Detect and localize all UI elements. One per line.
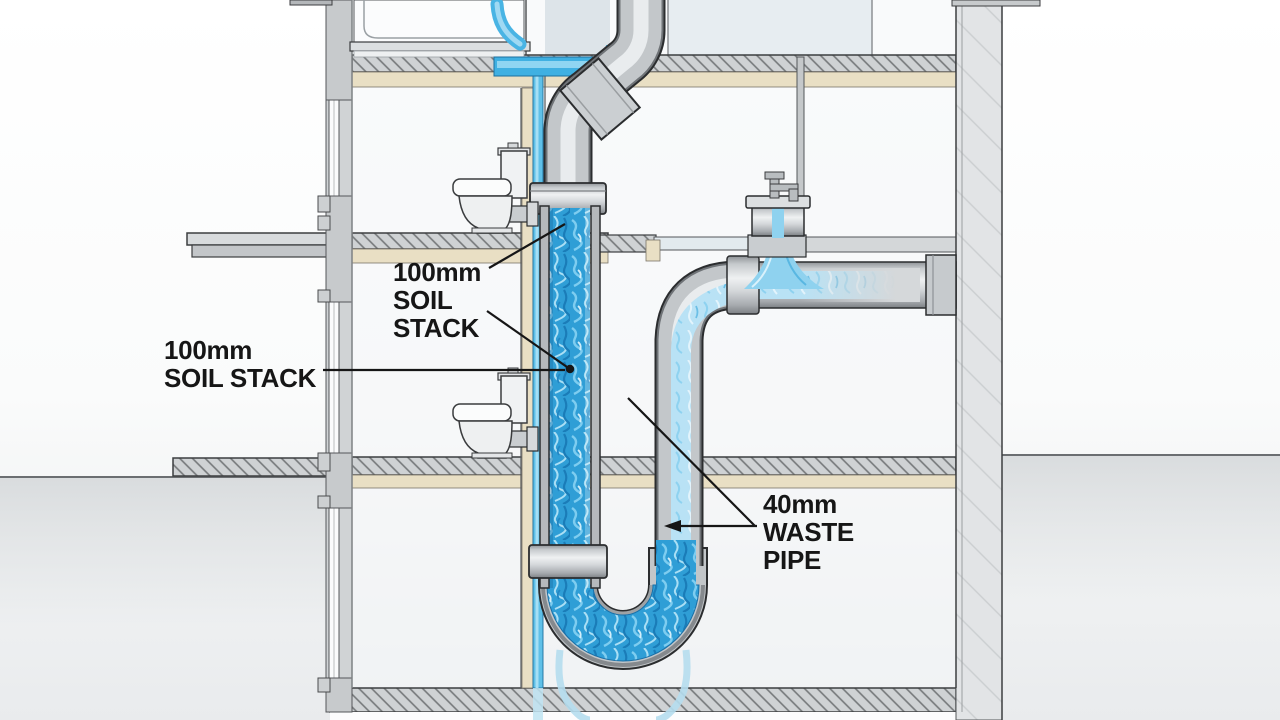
stack-coupling-band (558, 57, 642, 141)
label-line: SOIL STACK (164, 363, 317, 393)
ground-right (1002, 455, 1280, 605)
label-soil-stack-upper: 100mm SOIL STACK (393, 258, 481, 342)
label-line: PIPE (763, 545, 822, 575)
leader-dot (565, 364, 575, 374)
exterior-patio-slab (172, 457, 328, 477)
bath (349, 0, 531, 58)
u-bend-water (546, 584, 700, 662)
ground-left (0, 478, 326, 628)
tap-fitting (764, 171, 799, 202)
top-storey-panels (525, 0, 873, 57)
label-soil-stack-left: 100mm SOIL STACK (164, 336, 316, 392)
label-line: 100mm (164, 335, 253, 365)
label-line: WASTE (763, 517, 854, 547)
balcony-canopy (186, 232, 338, 258)
soil-stack-top-bend (543, 0, 666, 190)
label-waste-pipe: 40mm WASTE PIPE (763, 490, 854, 574)
left-wall (289, 0, 353, 713)
label-line: SOIL (393, 285, 453, 315)
tee-water-fan (744, 240, 824, 289)
ground-slab (329, 687, 957, 713)
soil-stack-water (548, 208, 590, 588)
label-line: 100mm (393, 257, 482, 287)
standpipe-fixture (745, 171, 811, 258)
label-line: STACK (393, 313, 480, 343)
stack-wall-right (590, 205, 601, 589)
waste-pipe-wall-socket (925, 254, 957, 316)
leader-arrowhead (664, 520, 681, 532)
right-wall (951, 0, 1041, 720)
label-line: 40mm (763, 489, 837, 519)
waste-pipe (654, 171, 957, 588)
stack-wall-left (539, 205, 550, 589)
soil-stack (528, 0, 666, 589)
leader-lines (323, 223, 757, 532)
stack-lower-collar (528, 544, 608, 579)
